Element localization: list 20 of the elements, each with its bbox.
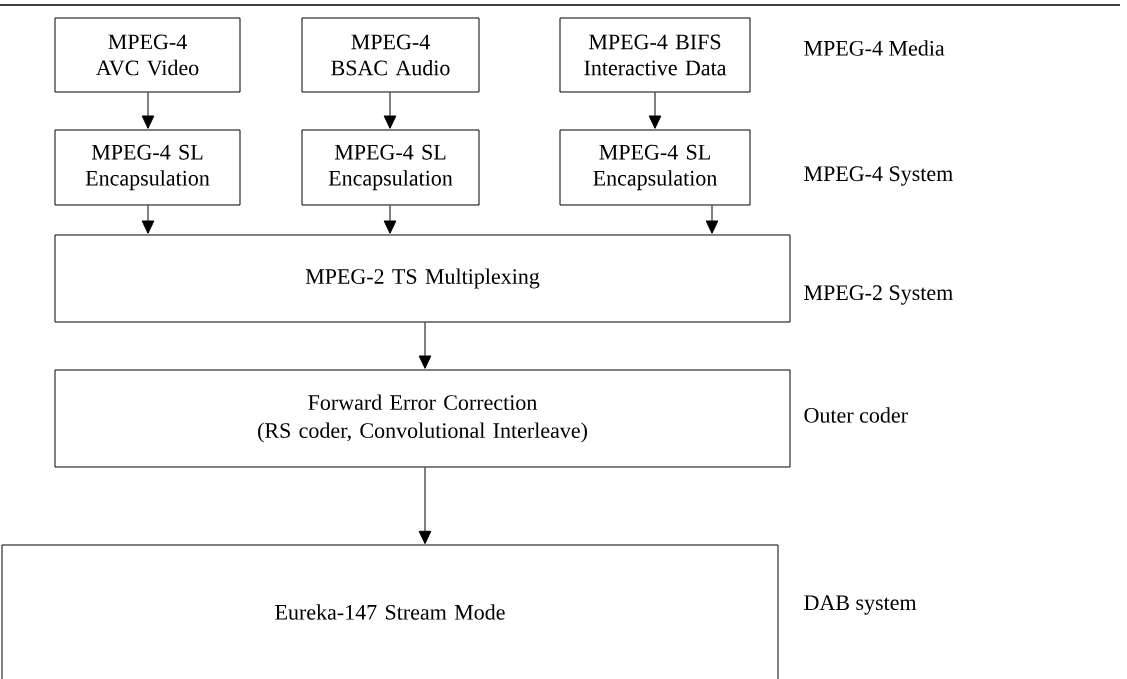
process-box: Forward Error Correction (RS coder, Convolutional Interleave) (54, 369, 791, 468)
arrow (418, 467, 432, 545)
process-box: MPEG-4 BSAC Audio (301, 17, 480, 93)
layer-label: MPEG-4 Media (804, 40, 945, 56)
process-box: MPEG-4 BIFS Interactive Data (559, 17, 751, 93)
arrow (141, 205, 155, 234)
arrow (418, 322, 432, 369)
arrow (648, 92, 662, 129)
process-box: MPEG-4 SL Encapsulation (54, 129, 241, 206)
process-box: MPEG-4 SL Encapsulation (301, 129, 480, 206)
arrow (383, 205, 397, 234)
arrow (141, 92, 155, 129)
process-box: MPEG-2 TS Multiplexing (54, 234, 791, 323)
layer-label: DAB system (804, 595, 917, 615)
layer-label: MPEG-4 System (804, 166, 953, 186)
arrow (705, 205, 719, 234)
process-box: Eureka-147 Stream Mode (1, 544, 779, 679)
arrow (383, 92, 397, 129)
process-box: MPEG-4 AVC Video (54, 17, 241, 93)
process-box: MPEG-4 SL Encapsulation (559, 129, 751, 206)
